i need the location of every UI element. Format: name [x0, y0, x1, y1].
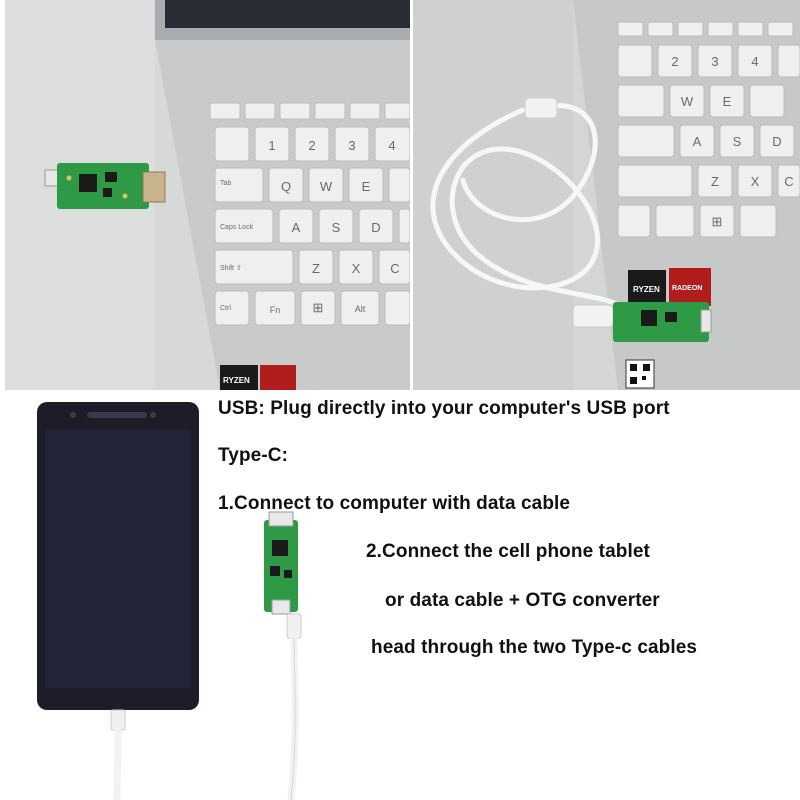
svg-text:C: C	[390, 261, 399, 276]
photo-laptop-typec-cable: 2 3 4 W E A S D Z X C ⊞ RYZEN RADEON	[413, 0, 800, 390]
svg-text:4: 4	[751, 54, 758, 69]
svg-text:W: W	[681, 94, 694, 109]
caption-step-2-line-2: or data cable + OTG converter	[385, 590, 660, 611]
svg-text:X: X	[751, 174, 760, 189]
caption-type-c-heading: Type-C:	[218, 445, 289, 466]
svg-text:Q: Q	[281, 179, 291, 194]
svg-text:2: 2	[308, 138, 315, 153]
svg-text:RYZEN: RYZEN	[633, 285, 660, 294]
svg-text:Alt: Alt	[355, 304, 366, 314]
svg-text:Ctrl: Ctrl	[220, 305, 231, 312]
svg-text:4: 4	[388, 138, 395, 153]
svg-text:S: S	[332, 220, 341, 235]
svg-text:X: X	[352, 261, 361, 276]
svg-text:Fn: Fn	[270, 305, 281, 315]
svg-text:C: C	[784, 174, 793, 189]
svg-text:⊞: ⊞	[712, 214, 723, 229]
svg-text:⊞: ⊞	[313, 300, 324, 315]
svg-text:E: E	[723, 94, 732, 109]
svg-text:Caps Lock: Caps Lock	[220, 224, 254, 231]
svg-text:A: A	[693, 134, 702, 149]
caption-step-2-line-1: 2.Connect the cell phone tablet	[366, 541, 650, 562]
svg-text:RYZEN: RYZEN	[223, 376, 250, 385]
svg-text:2: 2	[671, 54, 678, 69]
caption-step-1: 1.Connect to computer with data cable	[218, 493, 571, 514]
svg-text:D: D	[772, 134, 781, 149]
svg-text:Shift ⇧: Shift ⇧	[220, 264, 242, 272]
svg-text:W: W	[320, 179, 333, 194]
svg-text:D: D	[371, 220, 380, 235]
photo-laptop-usb-dongle: 1 2 3 4 Q W E A S D Z X C Fn ⊞ Alt Tab C…	[5, 0, 410, 390]
svg-text:RADEON: RADEON	[672, 285, 702, 292]
caption-step-2-line-3: head through the two Type-c cables	[371, 637, 698, 658]
svg-text:Z: Z	[711, 174, 719, 189]
svg-text:3: 3	[348, 138, 355, 153]
svg-text:S: S	[733, 134, 742, 149]
svg-text:1: 1	[268, 138, 275, 153]
svg-text:Tab: Tab	[220, 180, 231, 187]
svg-text:E: E	[362, 179, 371, 194]
svg-text:3: 3	[711, 54, 718, 69]
svg-text:Z: Z	[312, 261, 320, 276]
caption-usb: USB: Plug directly into your computer's …	[218, 398, 670, 419]
svg-text:A: A	[292, 220, 301, 235]
photo-phone-typec-board	[25, 400, 345, 800]
